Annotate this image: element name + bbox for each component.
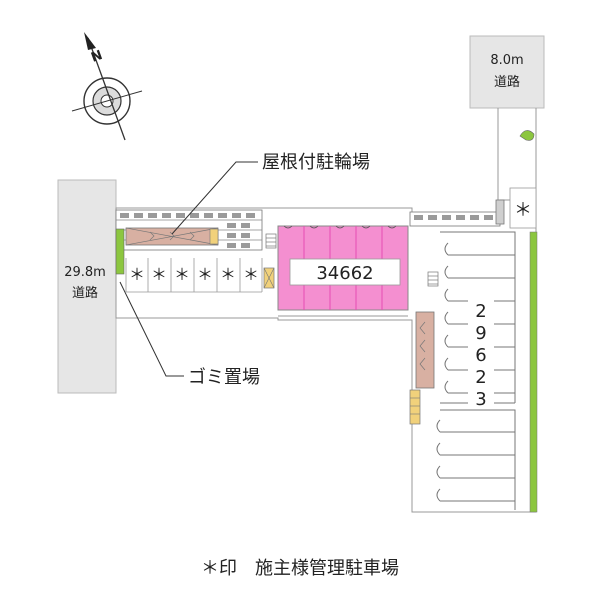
road-left: 29.8m 道路 — [57, 179, 117, 394]
shrub-icon — [519, 130, 535, 141]
owner-space-mark: ＊ — [151, 265, 167, 284]
stairs-icon — [265, 233, 277, 249]
bicycle-parking-label: 屋根付駐輪場 — [262, 152, 370, 173]
road-left-width: 29.8m — [64, 265, 106, 280]
gate-post — [495, 199, 505, 225]
owner-space-mark: ＊ — [174, 265, 190, 284]
owner-space-mark: ＊ — [243, 265, 259, 284]
apartment-building: 34662 — [277, 225, 409, 317]
owner-space-box — [509, 187, 537, 229]
building-number-box — [289, 258, 401, 286]
compass-outer-ring — [83, 77, 131, 125]
owner-space-mark: ＊ — [129, 265, 145, 284]
owner-parking-row: ＊ ＊ ＊ ＊ ＊ ＊ — [125, 258, 263, 293]
road-top-right-name: 道路 — [494, 74, 520, 90]
hedge-right — [529, 231, 538, 513]
vertical-digit: 6 — [475, 345, 486, 366]
stairs-icon — [427, 271, 439, 287]
compass-north-letter: N — [89, 48, 104, 66]
footer-note: ＊印 施主様管理駐車場 — [201, 558, 399, 579]
vertical-digit: 3 — [475, 389, 486, 410]
hedge-left — [115, 228, 125, 275]
vertical-digit: 9 — [475, 323, 486, 344]
owner-space-mark: ＊ — [197, 265, 213, 284]
bicycle-parking-post — [209, 228, 219, 245]
compass-axis — [87, 37, 126, 141]
owner-space-mark-gate: ＊ — [514, 200, 532, 221]
garbage-area — [409, 311, 435, 425]
building-number: 34662 — [316, 263, 373, 284]
road-top-right-width: 8.0m — [490, 53, 523, 68]
compass: N — [71, 32, 143, 141]
bicycle-parking-leader — [171, 161, 258, 235]
vertical-digit: 2 — [475, 367, 486, 388]
brick-wall-right — [409, 211, 501, 227]
bicycle-parking — [125, 227, 219, 246]
road-left-name: 道路 — [72, 285, 98, 301]
garbage-label: ゴミ置場 — [188, 367, 260, 388]
garbage-leader — [119, 281, 184, 377]
vertical-code: 2 9 6 2 3 — [468, 296, 494, 410]
compass-needle-icon — [84, 32, 96, 50]
compass-cross-axis — [71, 90, 143, 112]
road-top-right: 8.0m 道路 — [469, 35, 545, 109]
vertical-digit: 2 — [475, 301, 486, 322]
owner-space-mark: ＊ — [220, 265, 236, 284]
